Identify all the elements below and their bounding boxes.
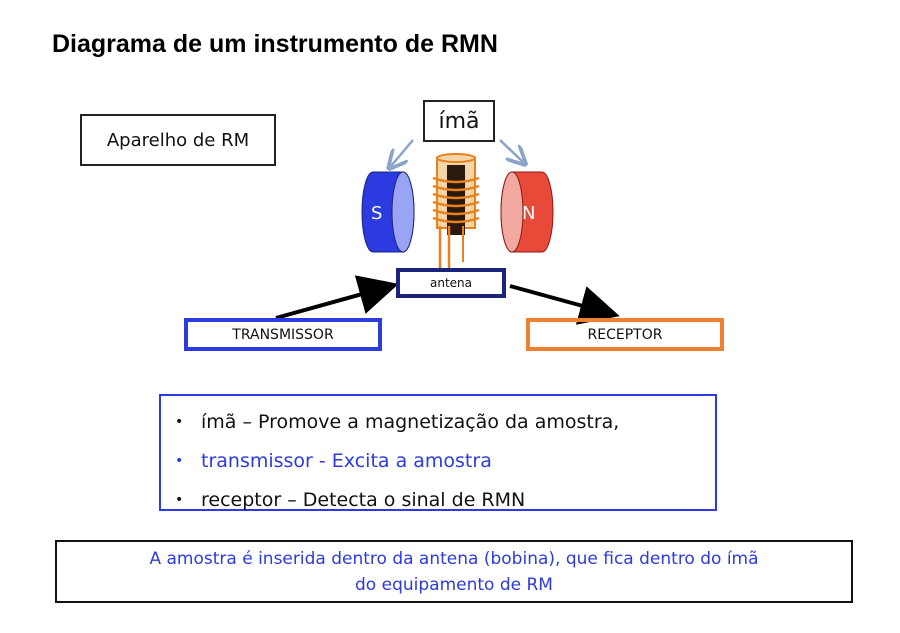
legend-item-transmitter: • transmissor - Excita a amostra — [175, 441, 715, 480]
north-pole-letter: N — [522, 203, 535, 224]
arrow-antenna-to-receiver — [509, 284, 620, 325]
legend-text: ímã – Promove a magnetização da amostra, — [201, 410, 620, 433]
arrow-to-north-magnet — [499, 139, 523, 162]
south-magnet: S — [361, 171, 415, 253]
bullet-icon: • — [175, 413, 184, 430]
receiver-box: RECEPTOR — [526, 318, 724, 351]
magnet-label: ímã — [438, 108, 480, 134]
south-pole-letter: S — [371, 203, 382, 224]
legend-item-magnet: • ímã – Promove a magnetização da amostr… — [175, 402, 715, 441]
magnet-label-box: ímã — [423, 100, 495, 142]
transmitter-label: TRANSMISSOR — [232, 326, 334, 343]
arrow-transmitter-to-antenna — [275, 275, 399, 320]
bullet-icon: • — [175, 491, 184, 508]
apparatus-label-box: Aparelho de RM — [80, 114, 276, 166]
coil-antenna — [432, 153, 480, 268]
north-magnet: N — [500, 171, 554, 253]
note-line-2: do equipamento de RM — [355, 574, 553, 595]
note-box: A amostra é inserida dentro da antena (b… — [55, 540, 853, 603]
note-line-1: A amostra é inserida dentro da antena (b… — [149, 548, 759, 569]
arrow-to-south-magnet — [391, 139, 414, 166]
legend-box: • ímã – Promove a magnetização da amostr… — [159, 394, 717, 511]
antenna-label: antena — [429, 276, 472, 290]
transmitter-box: TRANSMISSOR — [184, 318, 382, 351]
legend-text: transmissor - Excita a amostra — [201, 449, 492, 472]
antenna-box: antena — [396, 268, 506, 298]
receiver-label: RECEPTOR — [587, 326, 663, 343]
legend-item-receiver: • receptor – Detecta o sinal de RMN — [175, 480, 715, 519]
apparatus-label: Aparelho de RM — [106, 129, 250, 151]
diagram-title: Diagrama de um instrumento de RMN — [52, 30, 498, 58]
legend-text: receptor – Detecta o sinal de RMN — [201, 488, 526, 511]
bullet-icon: • — [175, 452, 184, 469]
